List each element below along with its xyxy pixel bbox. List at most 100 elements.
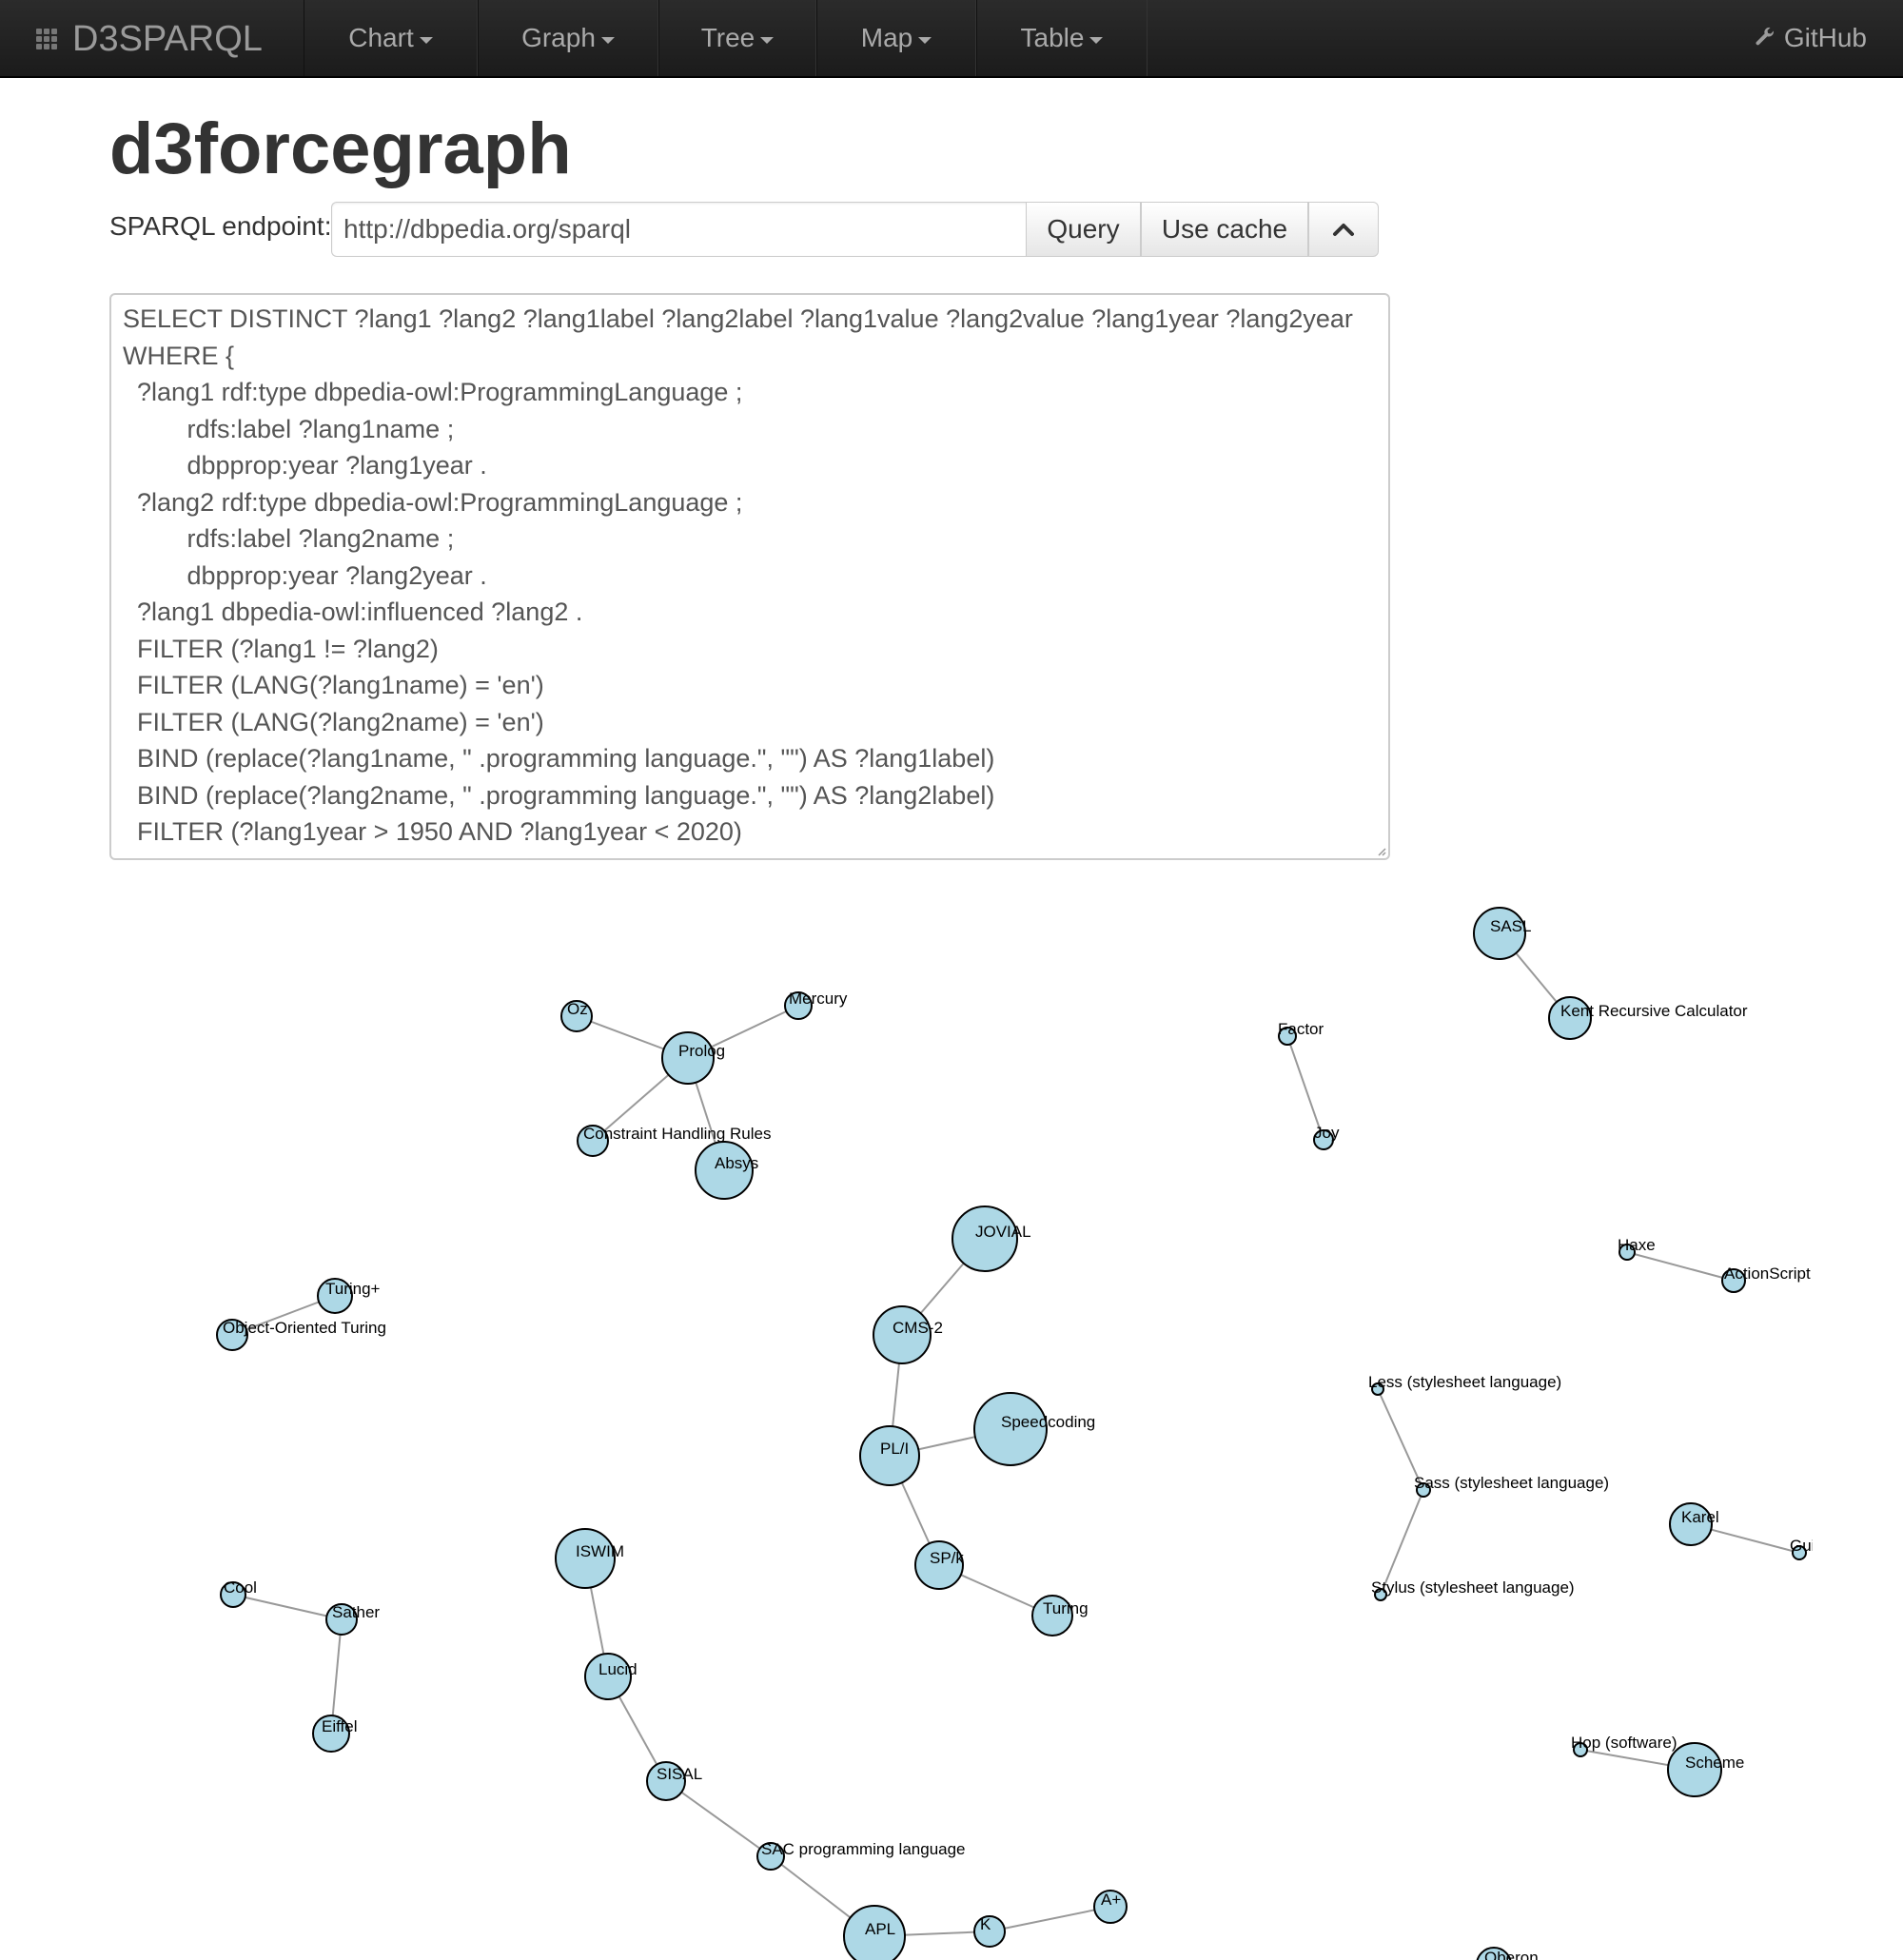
graph-node-circle[interactable] (914, 1540, 964, 1590)
graph-node-circle[interactable] (560, 1000, 593, 1032)
graph-node-guido[interactable]: Guido (1790, 1537, 1833, 1560)
graph-node-circle[interactable] (1548, 996, 1592, 1040)
graph-node-chr[interactable]: Constraint Handling Rules (577, 1125, 772, 1157)
graph-node-circle[interactable] (756, 1842, 785, 1871)
graph-node-label: ISWIM (576, 1542, 624, 1560)
graph-node-prolog[interactable]: Prolog (661, 1031, 725, 1085)
menu-chart[interactable]: Chart (304, 0, 478, 76)
graph-node-iswim[interactable]: ISWIM (555, 1528, 624, 1589)
graph-node-circle[interactable] (661, 1031, 715, 1085)
force-graph[interactable]: SASL Kent Recursive Calculator Oz MercuryPr… (0, 875, 1903, 1960)
graph-node-circle[interactable] (1792, 1545, 1807, 1560)
graph-node-lucid[interactable]: Lucid (584, 1653, 638, 1700)
graph-node-spk[interactable]: SP/k (914, 1540, 964, 1590)
graph-node-circle[interactable] (1374, 1588, 1387, 1601)
graph-node-circle[interactable] (577, 1125, 609, 1157)
graph-node-eiffel[interactable]: Eiffel (312, 1715, 358, 1753)
menu-table[interactable]: Table (976, 0, 1148, 76)
graph-node-label: Haxe (1618, 1236, 1656, 1254)
graph-node-oz[interactable]: Oz (560, 1000, 593, 1032)
graph-node-circle[interactable] (695, 1141, 754, 1200)
graph-node-label: Object-Oriented Turing (223, 1319, 386, 1337)
graph-node-circle[interactable] (584, 1653, 632, 1700)
graph-node-turing[interactable]: Turing (1031, 1595, 1089, 1637)
menu-map[interactable]: Map (816, 0, 976, 76)
graph-node-circle[interactable] (1669, 1502, 1713, 1546)
graph-node-karel[interactable]: Karel (1669, 1502, 1719, 1546)
graph-node-sisal[interactable]: SISAL (646, 1761, 702, 1801)
endpoint-input[interactable] (331, 202, 1027, 257)
graph-node-circle[interactable] (1573, 1742, 1588, 1757)
graph-node-apl[interactable]: APL (843, 1905, 906, 1960)
menu-graph[interactable]: Graph (478, 0, 658, 76)
graph-node-aplus[interactable]: A+ (1093, 1890, 1128, 1924)
brand[interactable]: D3SPARQL (36, 17, 263, 61)
graph-node-speedcoding[interactable]: Speedcoding (973, 1392, 1095, 1466)
graph-node-ooturing[interactable]: Object-Oriented Turing (216, 1319, 386, 1351)
graph-node-sather[interactable]: Sather (325, 1603, 380, 1636)
graph-node-label: Mercury (789, 990, 848, 1008)
wrench-icon (1756, 27, 1774, 46)
github-link[interactable]: GitHub (1754, 0, 1867, 76)
graph-node-absys[interactable]: Absys (695, 1141, 758, 1200)
graph-node-circle[interactable] (646, 1761, 686, 1801)
graph-node-circle[interactable] (1371, 1382, 1384, 1396)
graph-node-mercury[interactable]: Mercury (784, 990, 848, 1020)
graph-node-circle[interactable] (325, 1603, 358, 1636)
graph-link-k-aplus (989, 1906, 1111, 1932)
graph-node-sass[interactable]: Sass (stylesheet language) (1414, 1474, 1609, 1498)
graph-node-label: Constraint Handling Rules (583, 1125, 772, 1143)
graph-node-sac[interactable]: SAC programming language (756, 1840, 966, 1871)
graph-node-circle[interactable] (973, 1915, 1006, 1948)
graph-node-circle[interactable] (317, 1278, 353, 1314)
graph-node-haxe[interactable]: Haxe (1618, 1236, 1656, 1261)
graph-node-circle[interactable] (216, 1319, 248, 1351)
graph-node-circle[interactable] (859, 1425, 920, 1486)
graph-node-actionscript[interactable]: ActionScript (1721, 1264, 1811, 1293)
graph-node-turingplus[interactable]: Turing+ (317, 1278, 381, 1314)
graph-node-label: Karel (1681, 1508, 1719, 1526)
resize-grip-icon[interactable] (1375, 845, 1386, 856)
graph-node-stylus[interactable]: Stylus (stylesheet language) (1371, 1578, 1575, 1601)
graph-node-circle[interactable] (1473, 907, 1526, 960)
graph-node-factor[interactable]: Factor (1278, 1020, 1324, 1046)
graph-node-pli[interactable]: PL/I (859, 1425, 920, 1486)
graph-node-cool[interactable]: Cool (220, 1578, 257, 1608)
graph-node-circle[interactable] (1619, 1244, 1636, 1261)
graph-node-circle[interactable] (1667, 1742, 1722, 1797)
graph-node-jovial[interactable]: JOVIAL (952, 1205, 1031, 1272)
graph-node-circle[interactable] (1313, 1129, 1334, 1150)
graph-node-label: SASL (1490, 917, 1531, 935)
graph-node-less[interactable]: Less (stylesheet language) (1368, 1373, 1561, 1396)
graph-node-joy[interactable]: Joy (1313, 1124, 1340, 1150)
graph-node-circle[interactable] (1416, 1482, 1431, 1498)
graph-node-circle[interactable] (873, 1305, 932, 1364)
graph-node-circle[interactable] (1476, 1947, 1512, 1960)
graph-node-krc[interactable]: Kent Recursive Calculator (1548, 996, 1748, 1040)
graph-node-circle[interactable] (312, 1715, 350, 1753)
chevron-down-icon (1089, 36, 1104, 44)
graph-node-circle[interactable] (220, 1581, 246, 1608)
graph-node-circle[interactable] (1093, 1890, 1128, 1924)
graph-node-circle[interactable] (1031, 1595, 1073, 1637)
use-cache-button[interactable]: Use cache (1141, 202, 1308, 257)
graph-node-circle[interactable] (843, 1905, 906, 1960)
graph-node-cms2[interactable]: CMS-2 (873, 1305, 943, 1364)
graph-node-circle[interactable] (952, 1205, 1018, 1272)
collapse-toggle-button[interactable] (1308, 202, 1379, 257)
graph-node-circle[interactable] (555, 1528, 616, 1589)
graph-node-circle[interactable] (1278, 1027, 1297, 1046)
graph-node-circle[interactable] (1721, 1268, 1746, 1293)
graph-node-k[interactable]: K (973, 1915, 1006, 1948)
graph-node-oberon[interactable]: Oberon (1476, 1947, 1539, 1960)
graph-node-scheme[interactable]: Scheme (1667, 1742, 1744, 1797)
graph-node-sasl[interactable]: SASL (1473, 907, 1531, 960)
graph-node-label: Prolog (678, 1042, 725, 1060)
menu-tree[interactable]: Tree (658, 0, 816, 76)
query-button[interactable]: Query (1026, 202, 1141, 257)
graph-link-cool-sather (232, 1594, 343, 1620)
graph-node-circle[interactable] (973, 1392, 1048, 1466)
graph-node-hop[interactable]: Hop (software) (1571, 1734, 1677, 1757)
sparql-query-textarea[interactable]: SELECT DISTINCT ?lang1 ?lang2 ?lang1labe… (109, 293, 1390, 860)
graph-node-circle[interactable] (784, 991, 813, 1020)
